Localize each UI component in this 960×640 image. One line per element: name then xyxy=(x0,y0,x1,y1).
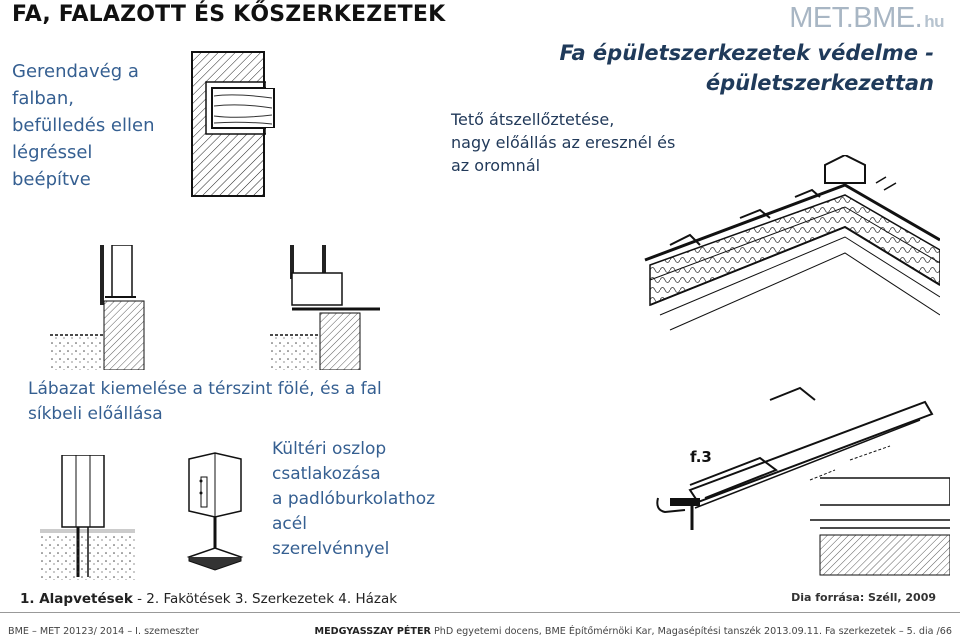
beam-end-caption: Gerendavég a falban, befülledés ellen lé… xyxy=(12,58,187,193)
section-navigation: 1. Alapvetések - 2. Fakötések 3. Szerkez… xyxy=(20,591,397,607)
caption-line: Lábazat kiemelése a térszint fölé, és a … xyxy=(28,379,382,399)
caption-line: beépítve xyxy=(12,169,91,190)
footer-author-name: MEDGYASSZAY PÉTER xyxy=(314,626,431,637)
roof-ridge-ventilation-drawing xyxy=(644,155,940,331)
caption-line: az oromnál xyxy=(451,156,541,175)
caption-line: acél xyxy=(272,514,307,534)
slide-subtitle: Fa épületszerkezetek védelme - épületsze… xyxy=(514,38,934,98)
slide-source: Dia forrása: Széll, 2009 xyxy=(791,591,936,604)
logo-suffix-text: hu xyxy=(924,12,944,31)
beam-end-drawing xyxy=(191,51,275,197)
caption-line: Gerendavég a xyxy=(12,61,139,82)
roof-ventilation-caption: Tető átszellőztetése, nagy előállás az e… xyxy=(451,108,751,177)
logo-main-text: MET.BME. xyxy=(789,2,923,34)
footer-divider xyxy=(0,612,960,613)
caption-line: a padlóburkolathoz xyxy=(272,489,436,509)
plinth-caption: Lábazat kiemelése a térszint fölé, és a … xyxy=(28,377,448,427)
caption-line: légréssel xyxy=(12,142,93,163)
footer-author-info: MEDGYASSZAY PÉTER PhD egyetemi docens, B… xyxy=(315,626,952,637)
caption-line: Kültéri oszlop xyxy=(272,439,387,459)
post-connection-caption: Kültéri oszlop csatlakozása a padlóburko… xyxy=(272,437,492,562)
footer-course-info: BME – MET 20123/ 2014 – I. szemeszter xyxy=(8,626,199,637)
plinth-detail-left xyxy=(50,245,145,370)
plinth-detail-right xyxy=(270,245,380,370)
subtitle-line-1: Fa épületszerkezetek védelme - xyxy=(559,41,934,65)
nav-item-rest[interactable]: - 2. Fakötések 3. Szerkezetek 4. Házak xyxy=(132,591,398,607)
detail-label-f3: f.3 xyxy=(690,448,712,466)
caption-line: befülledés ellen xyxy=(12,115,155,136)
steel-post-shoe-drawing xyxy=(186,452,244,571)
footer-author-details: PhD egyetemi docens, BME Építőmérnöki Ka… xyxy=(430,626,952,637)
page-title: FA, FALAZOTT ÉS KŐSZERKEZETEK xyxy=(12,2,446,27)
caption-line: nagy előállás az eresznél és xyxy=(451,133,676,152)
roof-eaves-detail-drawing: f.3 xyxy=(656,386,950,576)
caption-line: síkbeli előállása xyxy=(28,404,163,424)
caption-line: falban, xyxy=(12,88,74,109)
subtitle-line-2: épületszerkezettan xyxy=(705,71,934,95)
nav-item-current[interactable]: 1. Alapvetések xyxy=(20,591,133,607)
met-bme-logo[interactable]: MET.BME.hu xyxy=(789,2,944,35)
caption-line: szerelvénnyel xyxy=(272,539,390,559)
caption-line: csatlakozása xyxy=(272,464,381,484)
caption-line: Tető átszellőztetése, xyxy=(451,110,615,129)
outdoor-post-drawing xyxy=(40,455,135,580)
